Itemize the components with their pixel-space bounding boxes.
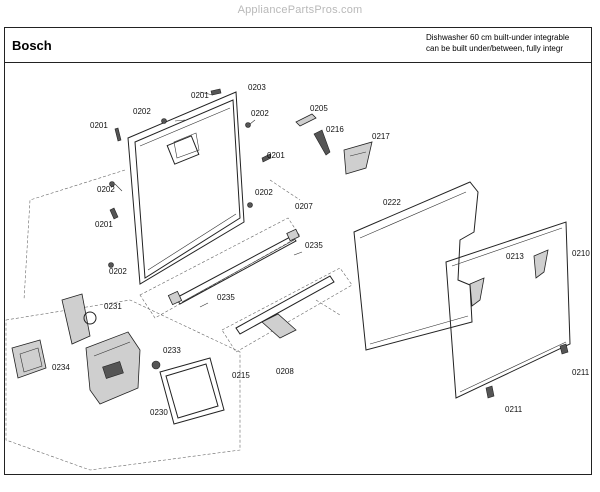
label-0201-lower: 0201 <box>95 220 113 229</box>
label-0201-top: 0201 <box>191 91 209 100</box>
label-0217: 0217 <box>372 132 390 141</box>
label-0234: 0234 <box>52 363 70 372</box>
label-0222: 0222 <box>383 198 401 207</box>
lower-rail[interactable] <box>221 267 353 353</box>
label-0211-bottom: 0211 <box>505 405 523 414</box>
label-0202-mid: 0202 <box>255 188 273 197</box>
label-0202-bottom: 0202 <box>109 267 127 276</box>
label-0203: 0203 <box>248 83 266 92</box>
diagram-frame <box>4 27 592 475</box>
label-0213: 0213 <box>506 252 524 261</box>
label-0215: 0215 <box>232 371 250 380</box>
model-description: Dishwasher 60 cm built-under integrable … <box>426 32 586 54</box>
screw-set <box>108 88 272 268</box>
description-line-1: Dishwasher 60 cm built-under integrable <box>426 33 570 42</box>
door-front-panel[interactable] <box>445 221 571 399</box>
label-0201-left: 0201 <box>90 121 108 130</box>
header-divider <box>4 62 592 63</box>
hinge-parts[interactable] <box>295 113 373 175</box>
brand-name: Bosch <box>12 38 52 53</box>
label-0235-lower: 0235 <box>217 293 235 302</box>
description-line-2: can be built under/between, fully integr <box>426 44 563 53</box>
label-0201-mid: 0201 <box>267 151 285 160</box>
construction-lines <box>23 91 341 316</box>
label-0202-top: 0202 <box>133 107 151 116</box>
label-0211-right: 0211 <box>572 368 590 377</box>
label-0233: 0233 <box>163 346 181 355</box>
door-rails[interactable] <box>139 217 303 319</box>
label-0202-right: 0202 <box>251 109 269 118</box>
door-clips[interactable] <box>485 343 569 399</box>
watermark: AppliancePartsPros.com <box>237 4 363 16</box>
inner-panel[interactable] <box>353 181 479 351</box>
label-0202-left: 0202 <box>97 185 115 194</box>
label-0208: 0208 <box>276 367 294 376</box>
label-0205: 0205 <box>310 104 328 113</box>
door-outer-panel[interactable] <box>127 91 245 285</box>
label-0235-upper: 0235 <box>305 241 323 250</box>
label-0210: 0210 <box>572 249 590 258</box>
control-module-group[interactable] <box>5 293 241 471</box>
label-0230: 0230 <box>150 408 168 417</box>
label-0231: 0231 <box>104 302 122 311</box>
label-0216: 0216 <box>326 125 344 134</box>
label-0207: 0207 <box>295 202 313 211</box>
